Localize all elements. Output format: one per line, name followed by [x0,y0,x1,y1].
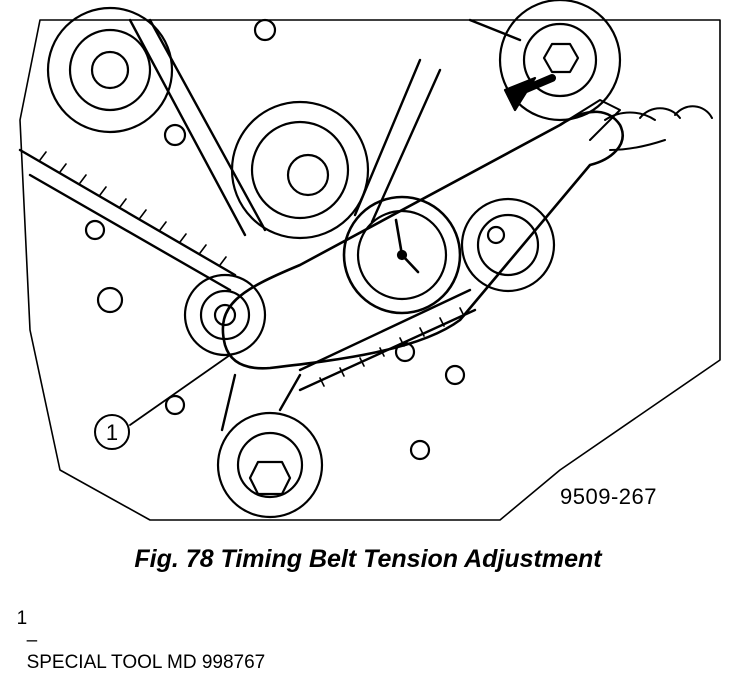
timing-belt-illustration: 1 [18,0,721,521]
callout-number: 1 [106,420,118,445]
crank-sprocket [216,411,324,519]
legend-number: 1 [16,608,28,629]
hand [604,105,713,151]
legend: 1 – SPECIAL TOOL MD 998767 [6,586,266,674]
callout-leader [129,354,231,426]
idler-pulley [183,273,267,357]
tensioner-pulley [460,197,556,293]
timing-belt [18,18,522,432]
callout-circle [94,414,130,450]
cam-sprocket-right [498,0,622,122]
cam-sprocket-left [46,6,174,134]
engine-block-outline [19,19,721,521]
torque-gauge-dial [342,195,462,315]
figure-reference-code: 9509-267 [560,484,657,509]
legend-separator: – [26,630,38,651]
special-tool-handle [221,110,624,370]
figure-caption: Fig. 78 Timing Belt Tension Adjustment [134,545,602,573]
legend-label: SPECIAL TOOL MD 998767 [26,652,266,673]
